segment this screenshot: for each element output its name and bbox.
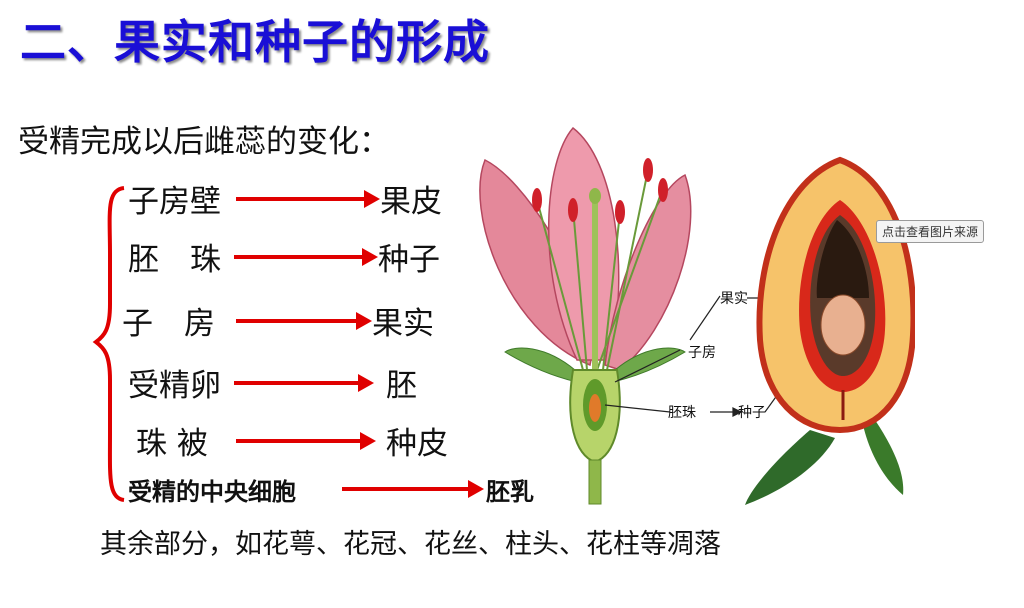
change-arrow bbox=[342, 480, 484, 498]
change-from-label: 子 房 bbox=[122, 306, 215, 342]
flower-fruit-illustration bbox=[479, 126, 915, 505]
change-to-label: 果实 bbox=[372, 306, 434, 342]
change-from-label: 胚 珠 bbox=[128, 242, 221, 278]
label-ovary: 子房 bbox=[688, 345, 716, 361]
change-to-label: 胚乳 bbox=[486, 478, 534, 506]
change-from-label: 子房壁 bbox=[128, 184, 221, 220]
change-arrow bbox=[234, 248, 378, 266]
fruit-leaf bbox=[745, 430, 835, 505]
petal-center bbox=[548, 126, 620, 361]
curly-brace bbox=[92, 186, 125, 502]
change-to-label: 种皮 bbox=[386, 426, 448, 462]
change-to-label: 种子 bbox=[378, 242, 440, 278]
change-arrow bbox=[236, 312, 372, 330]
change-arrow bbox=[236, 432, 376, 450]
intro-text: 受精完成以后雌蕊的变化： bbox=[18, 124, 390, 160]
change-to-label: 果皮 bbox=[380, 184, 442, 220]
footer-note: 其余部分，如花萼、花冠、花丝、柱头、花柱等凋落 bbox=[100, 529, 721, 560]
petal-right bbox=[604, 173, 692, 371]
label-fruit: 果实 bbox=[720, 291, 748, 307]
change-from-label: 受精卵 bbox=[128, 368, 221, 404]
change-to-label: 胚 bbox=[386, 368, 417, 404]
page-title: 二、果实和种子的形成 bbox=[20, 15, 490, 69]
change-from-label: 受精的中央细胞 bbox=[128, 478, 296, 506]
label-seed: 种子 bbox=[738, 405, 766, 421]
view-image-source-button[interactable]: 点击查看图片来源 bbox=[876, 220, 985, 243]
change-arrow bbox=[236, 190, 380, 208]
label-ovule: 胚珠 bbox=[668, 405, 696, 421]
change-from-label: 珠 被 bbox=[136, 426, 208, 462]
change-arrow bbox=[234, 374, 374, 392]
